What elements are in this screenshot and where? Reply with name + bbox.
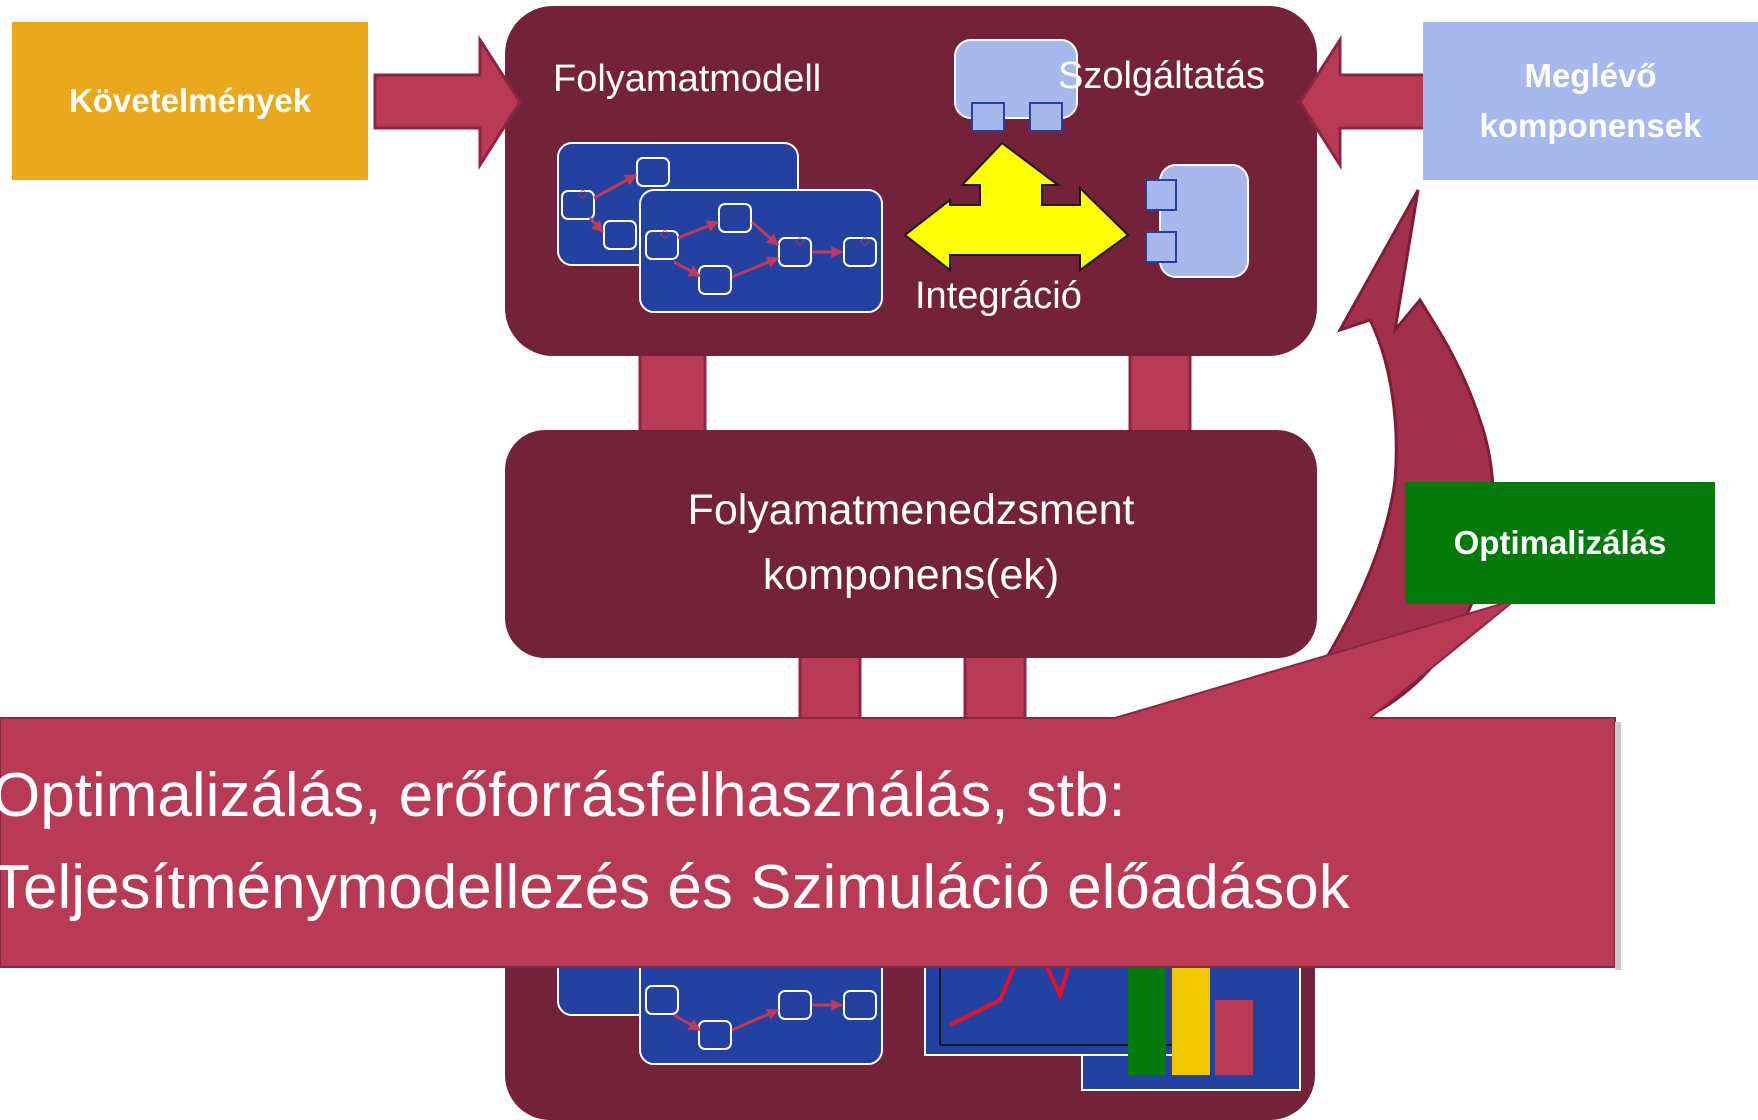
service-component-icon <box>954 39 1078 132</box>
arrow-from-existing-components <box>1298 34 1427 171</box>
svg-text:⬦: ⬦ <box>578 186 588 202</box>
integration-arrow <box>903 141 1130 273</box>
requirements-label: Követelmények <box>68 82 312 119</box>
service-label: Szolgáltatás <box>1058 55 1266 97</box>
management-label: Folyamatmenedzsment komponens(ek) <box>505 478 1317 608</box>
component-icon <box>1145 164 1249 278</box>
management-line2: komponens(ek) <box>762 551 1060 599</box>
svg-text:⬦: ⬦ <box>795 233 805 249</box>
requirements-box: Követelmények <box>12 22 368 180</box>
arrow-from-requirements <box>373 34 522 171</box>
management-line1: Folyamatmenedzsment <box>687 486 1135 534</box>
existing-components-box: Meglévő komponensek <box>1423 22 1758 180</box>
process-model-diagram: ⬦ ⬦ ⬦ ⬦ <box>557 142 883 313</box>
callout-line2: Teljesítménymodellezés és Szimuláció elő… <box>0 853 1350 922</box>
optimization-label: Optimalizálás <box>1453 524 1667 561</box>
callout-bubble <box>0 599 1616 968</box>
svg-text:⬦: ⬦ <box>860 233 870 249</box>
callout-line1: Optimalizálás, erőforrásfelhasználás, st… <box>0 761 1126 830</box>
management-panel <box>505 430 1317 658</box>
callout-shadow <box>1615 722 1621 970</box>
integration-label: Integráció <box>915 275 1082 317</box>
existing-components-line2: komponensek <box>1479 107 1702 144</box>
existing-components-line1: Meglévő <box>1524 57 1657 94</box>
process-model-label: Folyamatmodell <box>553 58 822 100</box>
optimization-box: Optimalizálás <box>1405 482 1715 604</box>
svg-text:⬦: ⬦ <box>660 226 670 242</box>
